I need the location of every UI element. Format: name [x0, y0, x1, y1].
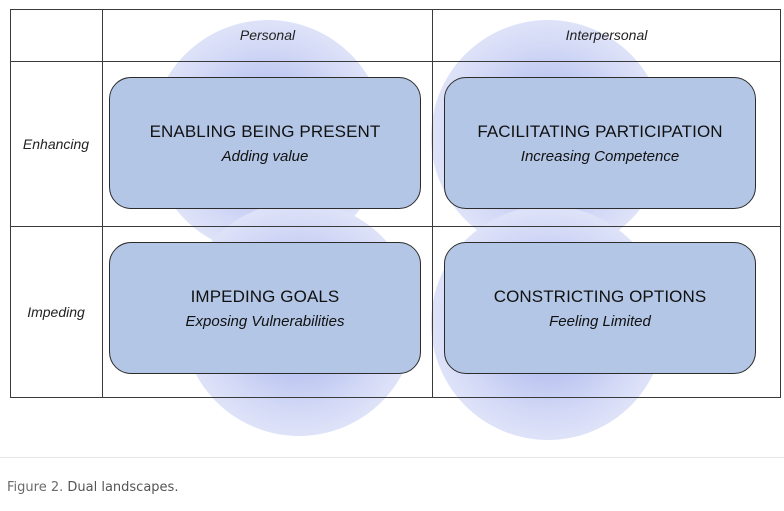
cell-subtitle: Feeling Limited	[549, 312, 651, 330]
cell-enhancing-personal: ENABLING BEING PRESENT Adding value	[109, 77, 421, 209]
cell-subtitle: Adding value	[221, 147, 309, 165]
cell-impeding-interpersonal: CONSTRICTING OPTIONS Feeling Limited	[444, 242, 756, 374]
grid-line-row-header	[102, 9, 103, 398]
figure-caption-label: Figure 2.	[7, 480, 64, 495]
grid-line-right	[780, 9, 781, 398]
grid-line-middle	[10, 226, 781, 227]
cell-subtitle: Exposing Vulnerabilities	[185, 312, 345, 330]
cell-impeding-personal: IMPEDING GOALS Exposing Vulnerabilities	[109, 242, 421, 374]
grid-line-center	[432, 9, 433, 398]
dual-landscapes-diagram: Personal Interpersonal Enhancing Impedin…	[10, 9, 781, 440]
row-header-impeding: Impeding	[27, 304, 85, 320]
cell-subtitle: Increasing Competence	[520, 147, 680, 165]
figure-caption-text: Dual landscapes.	[67, 480, 179, 495]
cell-title: IMPEDING GOALS	[190, 286, 340, 306]
cell-title: CONSTRICTING OPTIONS	[493, 286, 707, 306]
cell-enhancing-interpersonal: FACILITATING PARTICIPATION Increasing Co…	[444, 77, 756, 209]
column-header-personal: Personal	[239, 27, 296, 43]
row-header-enhancing: Enhancing	[22, 136, 90, 152]
figure-caption: Figure 2. Dual landscapes.	[7, 480, 178, 495]
caption-divider	[0, 457, 784, 458]
grid-line-top	[10, 9, 781, 10]
cell-title: ENABLING BEING PRESENT	[149, 121, 381, 141]
column-header-interpersonal: Interpersonal	[565, 27, 648, 43]
grid-line-header	[10, 61, 781, 62]
grid-line-left	[10, 9, 11, 398]
grid-line-bottom	[10, 397, 781, 398]
cell-title: FACILITATING PARTICIPATION	[477, 121, 723, 141]
